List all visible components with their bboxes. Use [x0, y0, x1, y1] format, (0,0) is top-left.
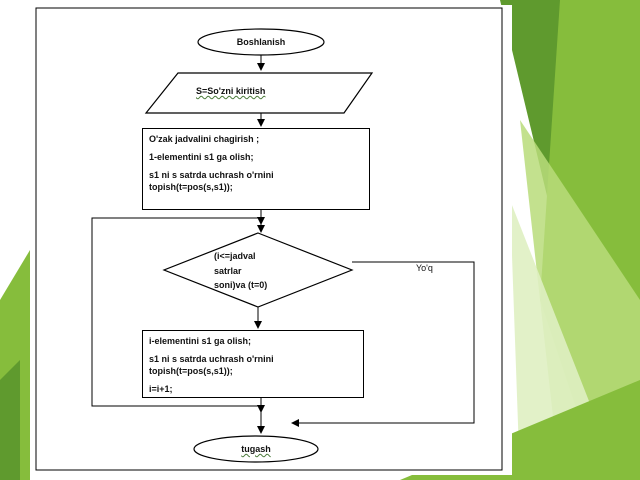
end-label: tugash: [216, 444, 296, 454]
input-parallelogram: [144, 72, 374, 114]
input-label: S=So'zni kiritish: [196, 86, 316, 96]
decision-line3: soni)va (t=0): [214, 280, 268, 290]
no-branch-line: [300, 261, 475, 424]
process1-line2: 1-elementini s1 ga olish;: [149, 152, 254, 162]
no-branch-label: Yo'q: [416, 263, 433, 273]
loop-back-line: [91, 217, 261, 407]
end-text: tugash: [241, 444, 271, 454]
diagram-frame: [35, 7, 503, 471]
end-terminal: [193, 435, 319, 463]
decision-diamond: [162, 232, 354, 308]
process2-line2b: topish(t=pos(s,s1));: [149, 366, 233, 376]
process2-line1: i-elementini s1 ga olish;: [149, 336, 252, 346]
process1-line3b: topish(t=pos(s,s1));: [149, 182, 233, 192]
process1-line1: O'zak jadvalini chagirish ;: [149, 134, 260, 144]
process2-box: i-elementini s1 ga olish; s1 ni s satrda…: [142, 330, 364, 398]
process2-line3: i=i+1;: [149, 384, 173, 394]
start-label: Boshlanish: [236, 37, 286, 47]
process1-box: O'zak jadvalini chagirish ; 1-elementini…: [142, 128, 370, 210]
input-text: S=So'zni kiritish: [196, 86, 266, 96]
process1-line3a: s1 ni s satrda uchrash o'rnini: [149, 170, 274, 180]
process2-line2a: s1 ni s satrda uchrash o'rnini: [149, 354, 274, 364]
decision-line2: satrlar: [214, 266, 242, 276]
decision-line1: (i<=jadval: [214, 251, 256, 261]
green-stripe-left-dark: [0, 360, 20, 480]
